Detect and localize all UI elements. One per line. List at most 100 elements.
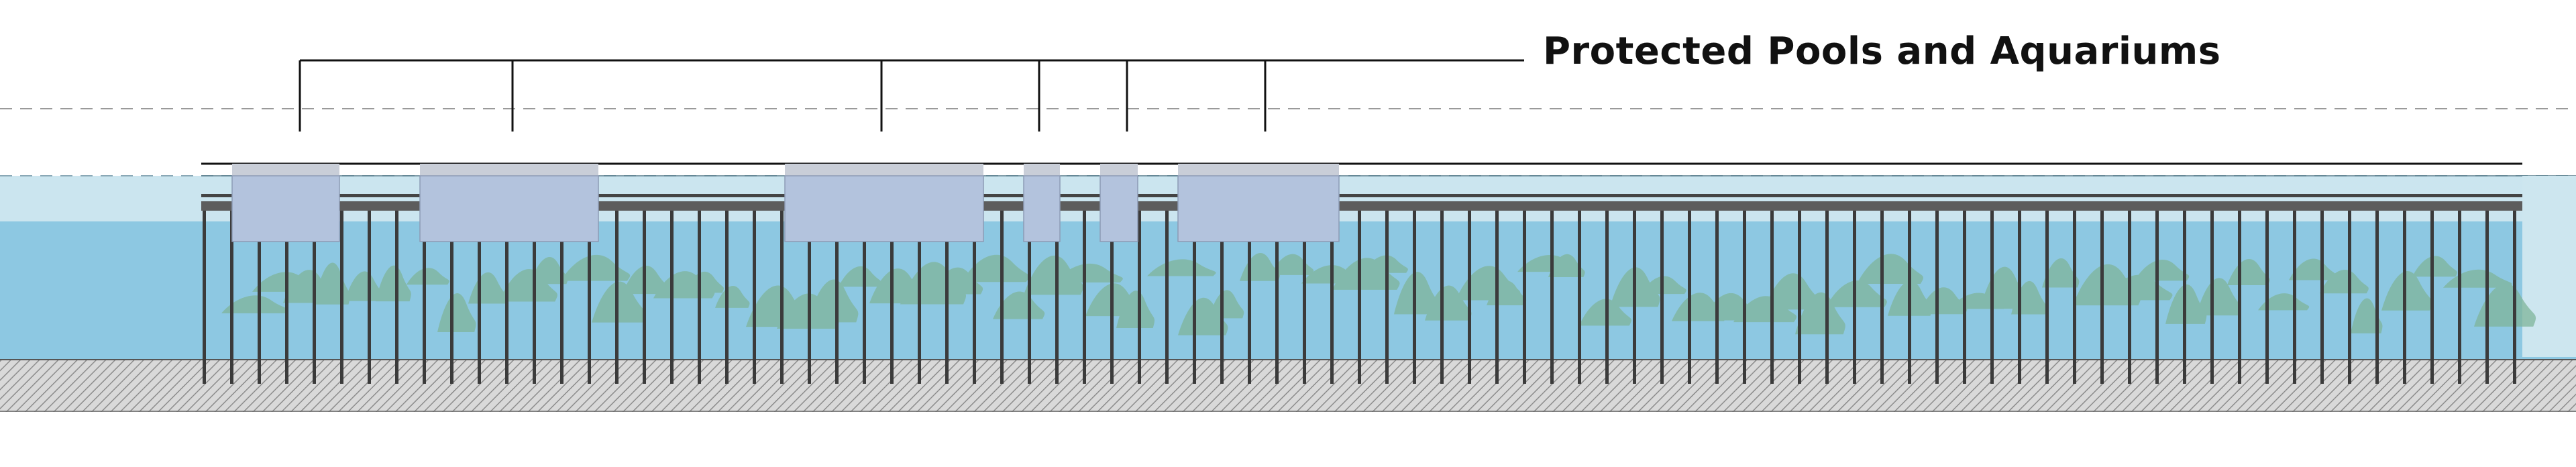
piling	[945, 208, 949, 384]
enclosures	[231, 164, 1340, 242]
deck-upper-rail	[201, 194, 2522, 197]
piling	[1138, 208, 1141, 384]
piling	[1495, 208, 1499, 384]
piling	[2073, 208, 2076, 384]
piling	[533, 208, 536, 384]
seagrass-clump	[1826, 280, 1887, 307]
piling	[2183, 208, 2186, 384]
enclosure-body	[419, 175, 599, 242]
piling	[1385, 208, 1389, 384]
piling	[478, 208, 481, 384]
seagrass-clump	[1548, 254, 1585, 277]
piling	[2430, 208, 2434, 384]
seagrass-clump	[499, 268, 557, 302]
piling	[973, 208, 976, 384]
piling	[2128, 208, 2131, 384]
piling	[753, 208, 756, 384]
piling	[1798, 208, 1801, 384]
piling	[1770, 208, 1774, 384]
seabed	[0, 360, 2576, 412]
seagrass-clump	[1795, 292, 1845, 335]
title-leader-bracket	[299, 59, 1524, 132]
piling	[1440, 208, 1444, 384]
piling	[340, 208, 343, 384]
piling	[2458, 208, 2461, 384]
pilings	[203, 208, 2516, 384]
piling	[203, 208, 206, 384]
piling	[2155, 208, 2159, 384]
piling	[2485, 208, 2489, 384]
piling	[1275, 208, 1279, 384]
seagrass-clump	[1857, 254, 1923, 284]
piling	[1660, 208, 1664, 384]
enclosure-body	[231, 175, 340, 242]
seagrass-clump	[1055, 263, 1123, 282]
piling	[258, 208, 261, 384]
piling	[1743, 208, 1746, 384]
enclosure-top	[420, 164, 598, 176]
piling	[808, 208, 811, 384]
piling	[1578, 208, 1581, 384]
piling	[1935, 208, 1939, 384]
piling	[2293, 208, 2296, 384]
piling	[670, 208, 674, 384]
piling	[423, 208, 426, 384]
enclosure-top	[785, 164, 983, 176]
piling	[780, 208, 784, 384]
piling	[1853, 208, 1856, 384]
piling	[2265, 208, 2269, 384]
piling	[2513, 208, 2516, 384]
enclosure-body	[784, 175, 984, 242]
enclosure-1	[231, 164, 340, 242]
seagrass-clump	[2412, 256, 2457, 277]
deck-beam	[201, 201, 2522, 211]
piling	[1880, 208, 1884, 384]
piling	[1028, 208, 1031, 384]
piling	[1193, 208, 1196, 384]
right-shore-band	[2522, 176, 2576, 357]
seagrass-clump	[2289, 258, 2337, 280]
piling	[1055, 208, 1059, 384]
piling	[1248, 208, 1251, 384]
seagrass-clump	[1024, 255, 1083, 295]
piling	[615, 208, 619, 384]
piling	[505, 208, 508, 384]
piling	[698, 208, 701, 384]
piling	[588, 208, 591, 384]
seagrass-clump	[1116, 291, 1155, 329]
seagrass-clump	[2258, 293, 2310, 311]
piling	[2403, 208, 2406, 384]
piling	[2320, 208, 2324, 384]
seagrass-clump	[715, 286, 750, 308]
seagrass-clump	[530, 256, 568, 284]
seagrass-clump	[931, 267, 983, 295]
piling	[1083, 208, 1086, 384]
enclosure-top	[1100, 164, 1138, 176]
seagrass-clump	[1147, 259, 1216, 276]
seagrass-clump	[2320, 269, 2369, 294]
piling	[2348, 208, 2351, 384]
seagrass-clump	[437, 293, 476, 333]
piling	[395, 208, 398, 384]
piling	[1605, 208, 1609, 384]
seagrass-clump	[592, 281, 646, 323]
piling	[2210, 208, 2214, 384]
enclosure-body	[1099, 175, 1138, 242]
piling	[1220, 208, 1224, 384]
seagrass-clump	[345, 271, 384, 301]
enclosure-top	[232, 164, 339, 176]
seagrass-clump	[2135, 260, 2190, 281]
piling	[2375, 208, 2379, 384]
piling	[1303, 208, 1306, 384]
seagrass-clump	[2104, 274, 2173, 301]
diagram-title: Protected Pools and Aquariums	[1543, 30, 2221, 73]
piling	[2238, 208, 2241, 384]
enclosure-top	[1024, 164, 1060, 176]
piling	[368, 208, 371, 384]
piling	[285, 208, 288, 384]
piling	[1825, 208, 1829, 384]
piling	[560, 208, 564, 384]
seagrass-clump	[962, 254, 1029, 282]
seagrass-clump	[376, 265, 411, 302]
piling	[1990, 208, 1994, 384]
